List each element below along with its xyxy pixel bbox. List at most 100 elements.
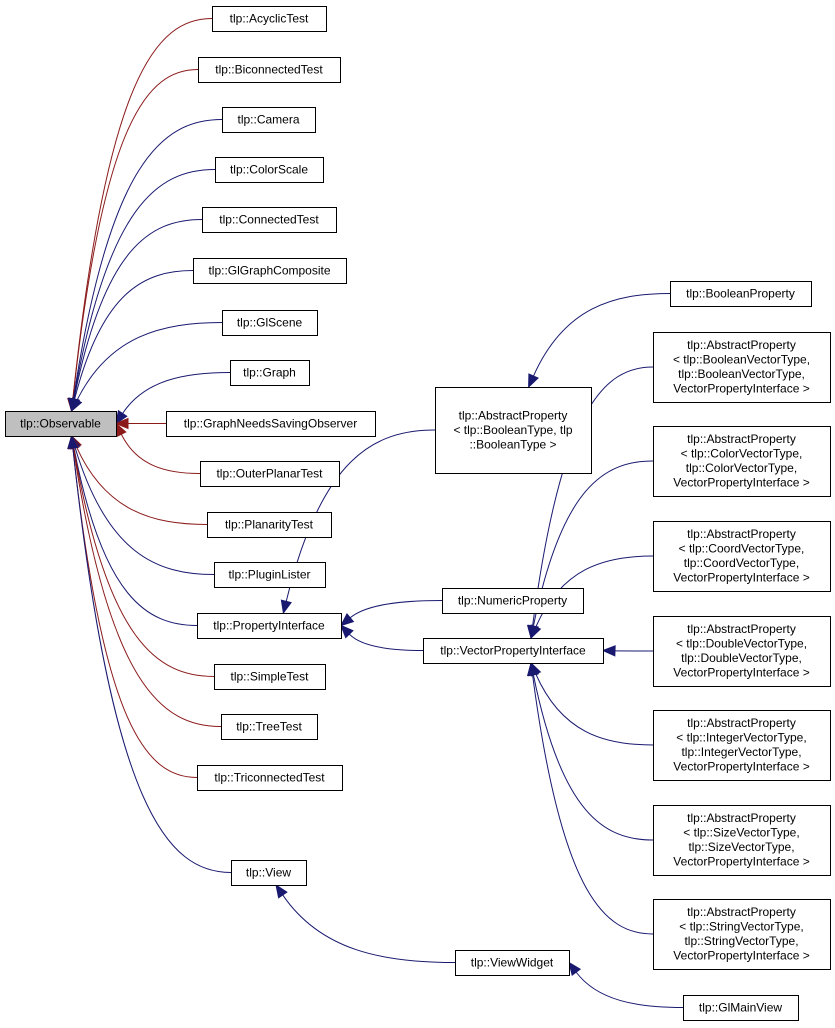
class-node-box <box>653 616 831 687</box>
inheritance-edge <box>280 429 436 615</box>
inheritance-edge <box>67 434 198 778</box>
class-node-box <box>653 710 831 781</box>
inheritance-edge <box>114 417 166 430</box>
class-node-label: ::BooleanType > <box>469 437 556 451</box>
edge-arrowhead <box>340 624 354 639</box>
class-node-label: tlp::ColorVectorType, <box>686 461 797 475</box>
class-node-graphneedssaving[interactable]: tlp::GraphNeedsSavingObserver <box>166 411 376 437</box>
class-node-colorscale[interactable]: tlp::ColorScale <box>215 157 324 183</box>
edges-layer <box>67 18 684 1008</box>
class-node-glgraphcomposite[interactable]: tlp::GlGraphComposite <box>193 258 347 284</box>
class-node-abstractstringvec[interactable]: tlp::AbstractProperty< tlp::StringVector… <box>653 899 831 970</box>
class-node-box <box>222 310 318 336</box>
class-node-abstractdoublevec[interactable]: tlp::AbstractProperty< tlp::DoubleVector… <box>653 616 831 687</box>
class-node-label: VectorPropertyInterface > <box>673 571 809 585</box>
class-node-booleanproperty[interactable]: tlp::BooleanProperty <box>670 281 812 307</box>
edge-line <box>76 446 208 525</box>
class-node-camera[interactable]: tlp::Camera <box>222 107 316 133</box>
class-node-observable[interactable]: tlp::Observable <box>5 411 117 437</box>
class-node-treetest[interactable]: tlp::TreeTest <box>221 714 318 740</box>
class-node-label: tlp::AbstractProperty <box>687 527 796 541</box>
class-node-label: < tlp::CoordVectorType, <box>679 542 805 556</box>
class-node-box <box>423 638 604 664</box>
edge-line <box>120 434 201 474</box>
class-node-label: VectorPropertyInterface > <box>673 666 809 680</box>
class-node-viewwidget[interactable]: tlp::ViewWidget <box>455 950 570 976</box>
edge-arrowhead <box>528 373 539 389</box>
class-node-label: VectorPropertyInterface > <box>673 949 809 963</box>
class-node-glmainview[interactable]: tlp::GlMainView <box>683 995 799 1021</box>
class-node-connected[interactable]: tlp::ConnectedTest <box>202 207 337 233</box>
edge-arrowhead <box>71 397 83 413</box>
class-node-abstractcoordvec[interactable]: tlp::AbstractProperty< tlp::CoordVectorT… <box>653 521 831 592</box>
class-node-box <box>193 258 347 284</box>
class-node-label: VectorPropertyInterface > <box>673 760 809 774</box>
class-node-pluginlister[interactable]: tlp::PluginLister <box>214 562 326 588</box>
edge-arrowhead <box>530 624 542 640</box>
edge-line <box>349 600 443 619</box>
class-node-abstractcolorvec[interactable]: tlp::AbstractProperty< tlp::ColorVectorT… <box>653 426 831 497</box>
class-node-box <box>683 995 799 1021</box>
class-node-box <box>202 207 337 233</box>
class-node-box <box>455 950 570 976</box>
class-node-numericproperty[interactable]: tlp::NumericProperty <box>442 588 584 614</box>
class-node-acyclic[interactable]: tlp::AcyclicTest <box>212 6 327 32</box>
class-node-box <box>653 805 831 876</box>
class-node-label: tlp::AbstractProperty <box>687 811 796 825</box>
edge-line <box>532 674 654 935</box>
class-node-box <box>231 860 307 886</box>
class-node-triconnected[interactable]: tlp::TriconnectedTest <box>197 765 343 791</box>
class-node-label: tlp::Observable <box>20 416 101 430</box>
class-node-label: tlp::PluginLister <box>228 567 310 581</box>
class-node-abstractbool[interactable]: tlp::AbstractProperty< tlp::BooleanType,… <box>435 387 592 474</box>
edge-line <box>532 674 654 841</box>
nodes-layer: tlp::Observable tlp::AcyclicTesttlp::Bico… <box>5 6 831 1021</box>
edge-line <box>73 447 215 677</box>
class-node-label: tlp::AbstractProperty <box>687 622 796 636</box>
class-node-box <box>5 411 117 437</box>
class-node-planarity[interactable]: tlp::PlanarityTest <box>207 512 332 538</box>
class-node-label: tlp::BiconnectedTest <box>215 62 323 76</box>
edge-arrowhead <box>601 645 616 657</box>
class-node-label: VectorPropertyInterface > <box>673 382 809 396</box>
class-node-box <box>442 588 584 614</box>
class-node-simpletest[interactable]: tlp::SimpleTest <box>214 664 326 690</box>
edge-arrowhead <box>568 961 582 976</box>
class-node-biconnected[interactable]: tlp::BiconnectedTest <box>198 57 341 83</box>
class-node-abstractboolvec[interactable]: tlp::AbstractProperty< tlp::BooleanVecto… <box>653 332 831 403</box>
class-node-box <box>230 360 310 386</box>
class-node-label: tlp::TriconnectedTest <box>214 770 325 784</box>
class-node-outerplanar[interactable]: tlp::OuterPlanarTest <box>200 461 340 487</box>
inheritance-edge <box>340 600 443 627</box>
class-node-box <box>221 714 318 740</box>
class-node-label: tlp::TreeTest <box>236 719 302 733</box>
class-node-label: < tlp::DoubleVectorType, <box>676 637 807 651</box>
edge-line <box>282 894 456 963</box>
class-node-abstractintvec[interactable]: tlp::AbstractProperty< tlp::IntegerVecto… <box>653 710 831 781</box>
class-node-label: tlp::PlanarityTest <box>225 517 314 531</box>
edge-arrowhead <box>280 599 292 615</box>
class-node-glscene[interactable]: tlp::GlScene <box>222 310 318 336</box>
class-node-label: tlp::DoubleVectorType, <box>681 651 802 665</box>
edge-arrowhead <box>275 883 288 899</box>
class-node-label: tlp::OuterPlanarTest <box>216 466 323 480</box>
class-node-label: < tlp::IntegerVectorType, <box>676 731 806 745</box>
class-node-graph[interactable]: tlp::Graph <box>230 360 310 386</box>
class-node-vectorpropertyinterface[interactable]: tlp::VectorPropertyInterface <box>423 638 604 664</box>
edge-line <box>72 119 223 400</box>
class-node-abstractsizevec[interactable]: tlp::AbstractProperty< tlp::SizeVectorTy… <box>653 805 831 876</box>
class-node-propertyinterface[interactable]: tlp::PropertyInterface <box>197 613 342 639</box>
class-node-label: tlp::VectorPropertyInterface <box>440 643 586 657</box>
class-node-label: < tlp::ColorVectorType, <box>681 447 803 461</box>
class-node-label: tlp::CoordVectorType, <box>684 556 799 570</box>
inheritance-edge <box>69 434 215 575</box>
class-node-view[interactable]: tlp::View <box>231 860 307 886</box>
class-node-label: VectorPropertyInterface > <box>673 855 809 869</box>
class-node-box <box>200 461 340 487</box>
class-node-box <box>222 107 316 133</box>
class-node-label: tlp::GlGraphComposite <box>208 263 330 277</box>
edge-line <box>72 18 213 400</box>
class-node-label: VectorPropertyInterface > <box>673 476 809 490</box>
class-node-label: tlp::GraphNeedsSavingObserver <box>184 416 357 430</box>
